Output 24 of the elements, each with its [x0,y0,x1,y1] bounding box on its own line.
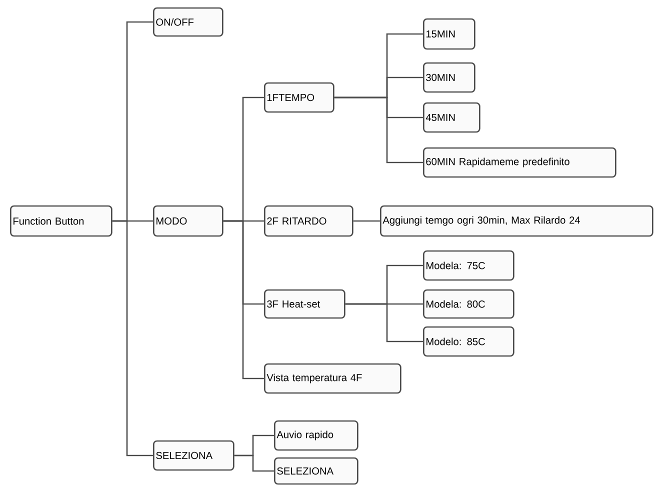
menu-box: 1FTEMPO [264,82,334,113]
menu-box: 3F Heat-set [264,289,346,319]
menu-box: Aggiungi temgo ogri 30min, Max Rilardo 24 [380,205,654,237]
menu-box: Modelo: 85C [423,326,514,357]
menu-box: Function Button [10,205,112,237]
menu-box: 45MIN [423,102,480,133]
connector-line [112,220,153,456]
menu-box: 15MIN [423,18,476,50]
menu-box: SELEZIONA [274,457,358,485]
menu-box: MODO [153,205,224,237]
menu-box: ON/OFF [153,7,224,37]
connector-line [334,96,423,164]
menu-box: Vista temperatura 4F [264,363,402,394]
menu-box: 30MIN [423,62,476,93]
connector-line [223,220,264,380]
connector-line [234,454,274,472]
connector-line [345,303,423,342]
menu-box: Modela: 75C [423,250,514,281]
menu-box: Modela: 80C [423,289,514,319]
menu-box: 60MIN Rapidameme predefinito [423,147,616,178]
menu-box: Auvio rapido [274,420,358,451]
connector-line [353,220,380,222]
menu-box: SELEZIONA [153,440,234,471]
menu-box: 2F RITARDO [264,205,354,237]
